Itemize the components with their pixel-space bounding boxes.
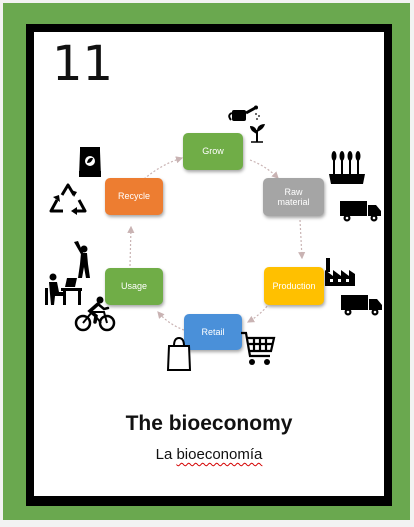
card-subtitle-word: bioeconomía — [176, 446, 263, 463]
node-raw-material-label-line2: material — [277, 197, 310, 207]
delivery-truck-icon — [341, 295, 382, 316]
recycle-icon — [49, 183, 87, 215]
card-subtitle: La bioeconomía — [34, 446, 384, 463]
compost-bag-icon — [79, 147, 101, 177]
node-grow: Grow — [183, 133, 243, 170]
cyclist-icon — [74, 296, 116, 332]
card-number: 11 — [52, 36, 114, 92]
node-recycle: Recycle — [105, 178, 163, 215]
connector-grow-raw — [249, 159, 279, 179]
cycle-connectors — [127, 156, 306, 331]
bioeconomy-card: 11 Grow Raw material Production Retail U… — [34, 32, 384, 496]
shopping-cart-icon — [241, 331, 276, 365]
connector-raw-production — [298, 219, 306, 260]
desk-worker-icon — [45, 273, 82, 305]
node-production-label: Production — [272, 280, 316, 291]
factory-icon — [325, 258, 355, 286]
connector-production-retail — [246, 299, 273, 323]
node-raw-material: Raw material — [263, 178, 324, 216]
watering-can-plant-icon — [228, 105, 265, 143]
card-subtitle-prefix: La — [155, 446, 177, 463]
node-grow-label: Grow — [202, 146, 224, 157]
node-raw-material-label-line1: Raw — [284, 186, 303, 197]
node-usage: Usage — [105, 268, 163, 305]
connector-recycle-grow — [143, 156, 184, 180]
node-production: Production — [264, 267, 324, 305]
node-usage-label: Usage — [120, 281, 147, 292]
cricket-player-icon — [74, 241, 90, 278]
node-retail: Retail — [184, 314, 242, 350]
connector-retail-usage — [157, 311, 185, 331]
card-title: The bioeconomy — [125, 412, 293, 435]
connector-usage-recycle — [127, 225, 135, 267]
shopping-bag-icon — [166, 336, 192, 371]
delivery-truck-icon — [340, 201, 381, 222]
node-recycle-label: Recycle — [117, 191, 150, 202]
wheat-field-icon — [329, 151, 365, 184]
node-retail-label: Retail — [201, 326, 225, 337]
